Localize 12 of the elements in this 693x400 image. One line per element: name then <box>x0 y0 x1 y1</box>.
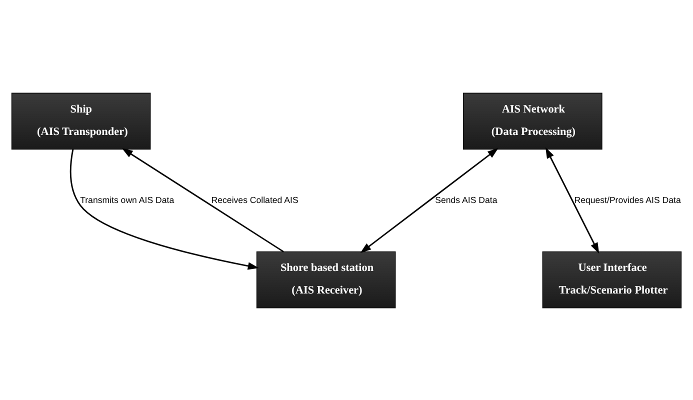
arrow <box>70 148 259 270</box>
edge-label: Transmits own AIS Data <box>80 194 174 204</box>
arrow <box>122 148 284 252</box>
edge-label: Sends AIS Data <box>435 194 498 204</box>
edge-label: Receives Collated AIS <box>211 194 298 204</box>
node-box: Ship (AIS Transponder) <box>11 92 151 150</box>
edge-label: Request/Provides AIS Data <box>574 194 681 204</box>
arrow <box>546 146 600 254</box>
arrow <box>360 148 498 252</box>
node-box: AIS Network (Data Processing) <box>463 92 602 150</box>
node-box: Shore based station (AIS Receiver) <box>256 250 396 308</box>
node-box: User Interface Track/Scenario Plotter <box>542 250 682 308</box>
